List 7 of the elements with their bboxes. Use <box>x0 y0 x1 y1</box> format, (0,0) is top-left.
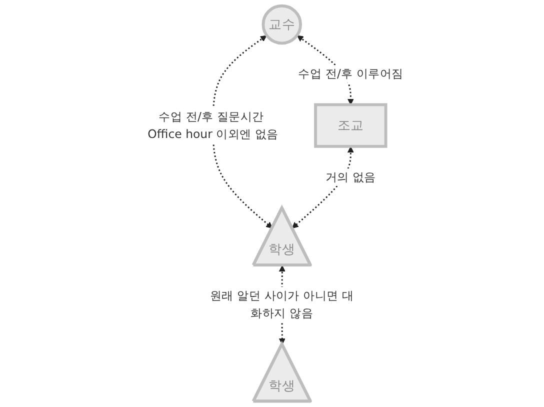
node-box: 조교 <box>314 103 388 148</box>
edge-label: 수업 전/후 질문시간 Office hour 이외엔 없음 <box>148 109 279 141</box>
node-circle: 교수 <box>262 4 302 45</box>
edge-label: 원래 알던 사이가 아니면 대화하지 않음 <box>210 288 354 320</box>
edge-label: 수업 전/후 이루어짐 <box>298 66 404 81</box>
arrow <box>292 146 354 228</box>
edge-label: 거의 없음 <box>326 170 376 184</box>
